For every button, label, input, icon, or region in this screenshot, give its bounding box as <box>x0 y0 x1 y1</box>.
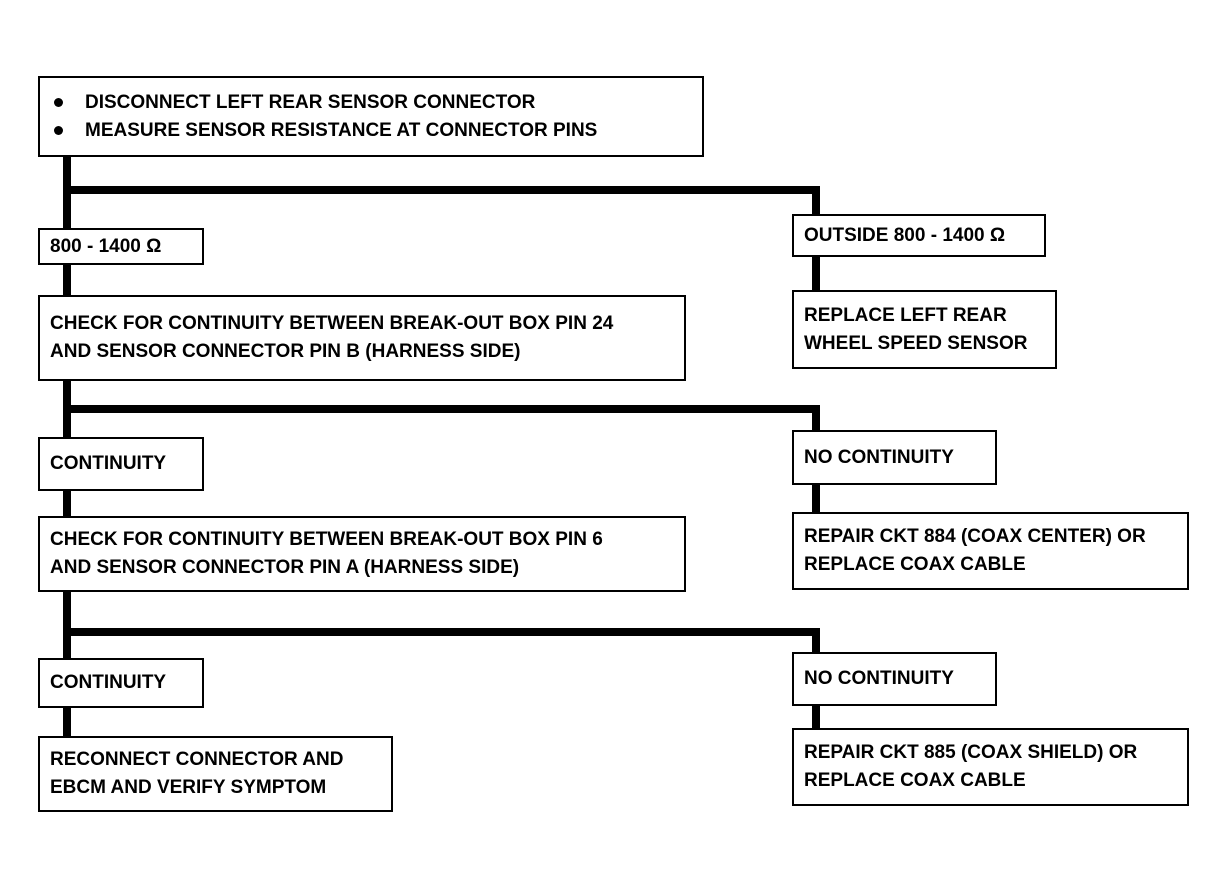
fail-action-3: REPAIR CKT 885 (COAX SHIELD) OR REPLACE … <box>792 728 1189 806</box>
pass-label-2: CONTINUITY <box>38 437 204 491</box>
fail-label-2-text: NO CONTINUITY <box>804 446 954 468</box>
fail-label-1-text: OUTSIDE 800 - 1400 Ω <box>804 224 1006 246</box>
start-item-2: MEASURE SENSOR RESISTANCE AT CONNECTOR P… <box>54 117 692 145</box>
fail-action-1-line-2: WHEEL SPEED SENSOR <box>804 332 1028 354</box>
fail-action-3-line-1: REPAIR CKT 885 (COAX SHIELD) OR <box>804 742 1138 763</box>
fail-label-2: NO CONTINUITY <box>792 430 997 485</box>
connector-branch2-horizontal <box>63 405 820 413</box>
pass-action-3-line-1: RECONNECT CONNECTOR AND <box>50 749 344 770</box>
pass-label-2-text: CONTINUITY <box>50 453 167 474</box>
fail-action-3-line-2: REPLACE COAX CABLE <box>804 770 1026 791</box>
pass-label-3-text: CONTINUITY <box>50 672 167 693</box>
check-box-2-line-1: CHECK FOR CONTINUITY BETWEEN BREAK-OUT B… <box>50 313 614 334</box>
start-item-1-text: DISCONNECT LEFT REAR SENSOR CONNECTOR <box>85 91 536 113</box>
connector-check3-down <box>63 590 71 660</box>
check-box-3-line-2: AND SENSOR CONNECTOR PIN A (HARNESS SIDE… <box>50 557 520 578</box>
connector-branch1-horizontal <box>63 186 820 194</box>
fail-label-3: NO CONTINUITY <box>792 652 997 706</box>
connector-pass1-down <box>63 263 71 297</box>
start-box: DISCONNECT LEFT REAR SENSOR CONNECTOR ME… <box>38 76 704 157</box>
connector-fail2-down <box>812 483 820 514</box>
connector-branch3-right-down <box>812 628 820 654</box>
pass-action-3-line-2: EBCM AND VERIFY SYMPTOM <box>50 777 327 798</box>
check-box-2-line-2: AND SENSOR CONNECTOR PIN B (HARNESS SIDE… <box>50 341 521 362</box>
fail-action-2: REPAIR CKT 884 (COAX CENTER) OR REPLACE … <box>792 512 1189 590</box>
bullet-icon <box>54 126 63 135</box>
bullet-icon <box>54 98 63 107</box>
fail-action-1: REPLACE LEFT REAR WHEEL SPEED SENSOR <box>792 290 1057 369</box>
pass-label-3: CONTINUITY <box>38 658 204 708</box>
pass-label-1: 800 - 1400 Ω <box>38 228 204 265</box>
fail-label-1: OUTSIDE 800 - 1400 Ω <box>792 214 1046 257</box>
connector-branch3-horizontal <box>63 628 820 636</box>
connector-branch1-right-down <box>812 186 820 216</box>
connector-fail1-down <box>812 255 820 292</box>
pass-label-1-text: 800 - 1400 Ω <box>50 235 162 257</box>
check-box-3-line-1: CHECK FOR CONTINUITY BETWEEN BREAK-OUT B… <box>50 529 603 550</box>
fail-action-1-line-1: REPLACE LEFT REAR <box>804 304 1007 326</box>
connector-pass2-down <box>63 489 71 518</box>
connector-branch2-right-down <box>812 405 820 432</box>
pass-action-3: RECONNECT CONNECTOR AND EBCM AND VERIFY … <box>38 736 393 812</box>
start-item-1: DISCONNECT LEFT REAR SENSOR CONNECTOR <box>54 89 692 117</box>
fail-action-2-line-2: REPLACE COAX CABLE <box>804 554 1026 575</box>
check-box-3: CHECK FOR CONTINUITY BETWEEN BREAK-OUT B… <box>38 516 686 592</box>
check-box-2: CHECK FOR CONTINUITY BETWEEN BREAK-OUT B… <box>38 295 686 381</box>
start-item-2-text: MEASURE SENSOR RESISTANCE AT CONNECTOR P… <box>85 119 598 141</box>
connector-fail3-down <box>812 704 820 730</box>
connector-pass3-down <box>63 706 71 738</box>
fail-label-3-text: NO CONTINUITY <box>804 668 954 689</box>
fail-action-2-line-1: REPAIR CKT 884 (COAX CENTER) OR <box>804 526 1146 547</box>
